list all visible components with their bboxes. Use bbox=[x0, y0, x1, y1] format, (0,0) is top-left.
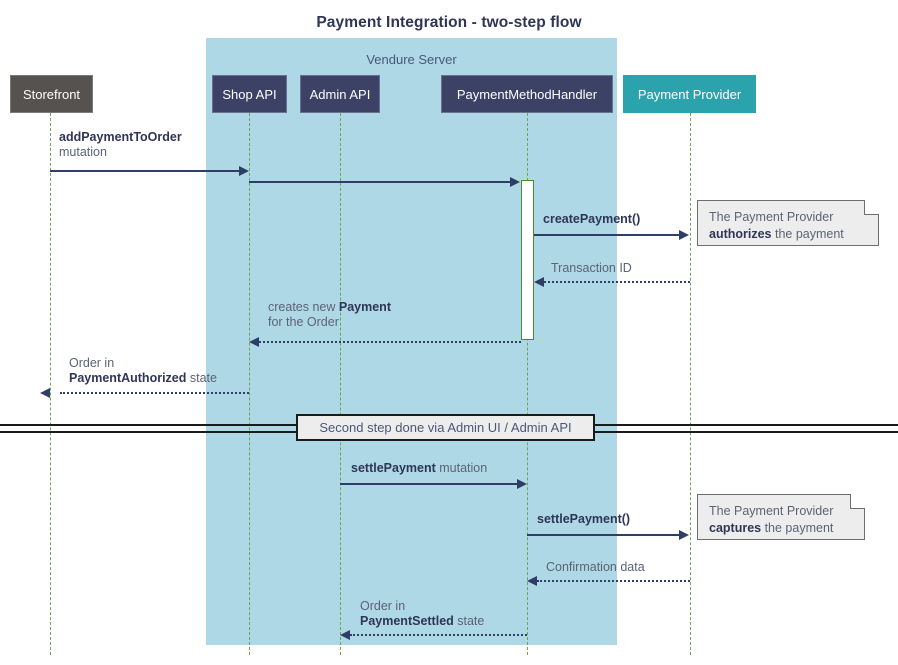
message-line-creates-new-payment bbox=[259, 341, 521, 343]
note-line2-post: the payment bbox=[761, 521, 834, 535]
participant-admin-api[interactable]: Admin API bbox=[300, 75, 380, 113]
message-bold: createPayment() bbox=[543, 212, 641, 226]
message-line1-pre: creates new bbox=[268, 300, 339, 314]
message-bold: settlePayment() bbox=[537, 512, 631, 526]
note-provider-authorizes: The Payment Provider authorizes the paym… bbox=[697, 200, 879, 246]
message-line-order-payment-authorized bbox=[60, 392, 249, 394]
message-bold: addPaymentToOrder bbox=[59, 130, 182, 144]
message-arrow-add-payment-to-order bbox=[239, 166, 249, 176]
participant-paymentmethodhandler[interactable]: PaymentMethodHandler bbox=[441, 75, 613, 113]
message-line2: for the Order bbox=[268, 315, 339, 329]
message-line-settle-payment-call bbox=[527, 534, 680, 536]
group-label: Vendure Server bbox=[366, 52, 457, 67]
divider-label-box: Second step done via Admin UI / Admin AP… bbox=[296, 414, 595, 441]
message-label-add-payment-to-order: addPaymentToOrder mutation bbox=[59, 130, 182, 160]
message-label-creates-new-payment: creates new Payment for the Order bbox=[268, 300, 391, 330]
message-label-transaction-id: Transaction ID bbox=[551, 261, 632, 276]
note-provider-captures: The Payment Provider captures the paymen… bbox=[697, 494, 865, 540]
message-line2-post: state bbox=[186, 371, 217, 385]
note-line2-post: the payment bbox=[771, 227, 844, 241]
note-line2-bold: authorizes bbox=[709, 227, 772, 241]
participant-label: Storefront bbox=[22, 86, 81, 102]
message-line-shop-to-handler bbox=[249, 181, 511, 183]
lifeline-admin-api bbox=[340, 113, 341, 655]
note-line1: The Payment Provider bbox=[709, 504, 834, 518]
message-rest: Transaction ID bbox=[551, 261, 632, 275]
message-label-settle-payment-call: settlePayment() bbox=[537, 512, 630, 527]
message-line-settle-payment-mutation bbox=[340, 483, 518, 485]
message-arrow-order-payment-authorized bbox=[40, 388, 50, 398]
message-line2-bold: PaymentAuthorized bbox=[69, 371, 187, 385]
message-arrow-transaction-id bbox=[534, 277, 544, 287]
message-line1: Order in bbox=[69, 356, 115, 370]
message-label-order-payment-authorized: Order in PaymentAuthorized state bbox=[69, 356, 217, 386]
message-arrow-settle-payment-mutation bbox=[517, 479, 527, 489]
message-line-add-payment-to-order bbox=[50, 170, 240, 172]
message-arrow-order-payment-settled bbox=[340, 630, 350, 640]
divider-line-right bbox=[593, 424, 898, 433]
message-line-transaction-id bbox=[544, 281, 690, 283]
message-rest: Confirmation data bbox=[546, 560, 645, 574]
page-title: Payment Integration - two-step flow bbox=[316, 14, 582, 31]
message-line1: Order in bbox=[360, 599, 406, 613]
lifeline-storefront bbox=[50, 113, 51, 655]
message-line2-post: state bbox=[453, 614, 485, 628]
message-arrow-create-payment bbox=[679, 230, 689, 240]
note-line1: The Payment Provider bbox=[709, 210, 834, 224]
participant-shop-api[interactable]: Shop API bbox=[212, 75, 287, 113]
message-rest: mutation bbox=[59, 145, 107, 159]
message-line-order-payment-settled bbox=[350, 634, 527, 636]
divider-line-left bbox=[0, 424, 298, 433]
message-arrow-confirmation-data bbox=[527, 576, 537, 586]
participant-label: Admin API bbox=[309, 86, 371, 102]
message-rest: mutation bbox=[435, 461, 488, 475]
note-fold-corner bbox=[850, 494, 865, 509]
message-label-create-payment: createPayment() bbox=[543, 212, 640, 227]
message-bold: settlePayment bbox=[351, 461, 436, 475]
activation-bar-paymentmethodhandler bbox=[521, 180, 534, 340]
note-line2-bold: captures bbox=[709, 521, 762, 535]
participant-payment-provider[interactable]: Payment Provider bbox=[623, 75, 756, 113]
participant-label: Shop API bbox=[222, 86, 277, 102]
message-line2-bold: PaymentSettled bbox=[360, 614, 454, 628]
message-arrow-settle-payment-call bbox=[679, 530, 689, 540]
message-label-confirmation-data: Confirmation data bbox=[546, 560, 645, 575]
message-label-order-payment-settled: Order in PaymentSettled state bbox=[360, 599, 484, 629]
note-fold-corner bbox=[864, 200, 879, 215]
lifeline-paymentmethodhandler bbox=[527, 113, 528, 655]
participant-label: Payment Provider bbox=[637, 86, 742, 102]
message-line-create-payment bbox=[534, 234, 680, 236]
message-line1-bold: Payment bbox=[338, 300, 391, 314]
divider-label: Second step done via Admin UI / Admin AP… bbox=[319, 420, 572, 435]
message-arrow-shop-to-handler bbox=[510, 177, 520, 187]
participant-storefront[interactable]: Storefront bbox=[10, 75, 93, 113]
participant-label: PaymentMethodHandler bbox=[456, 86, 598, 102]
lifeline-payment-provider bbox=[690, 113, 691, 655]
message-arrow-creates-new-payment bbox=[249, 337, 259, 347]
lifeline-shop-api bbox=[249, 113, 250, 655]
message-line-confirmation-data bbox=[537, 580, 690, 582]
message-label-settle-payment-mutation: settlePayment mutation bbox=[351, 461, 487, 476]
